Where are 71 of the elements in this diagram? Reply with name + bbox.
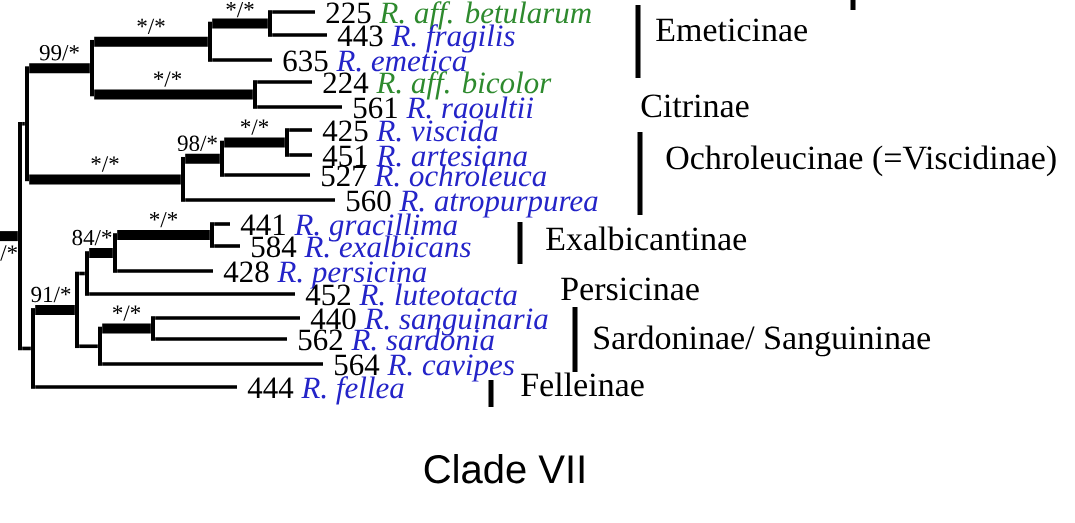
tree-branch [22, 121, 25, 126]
node-bar [220, 140, 224, 177]
clade-label: Persicinae [561, 277, 699, 301]
tree-branch [29, 63, 90, 74]
tree-branch [117, 230, 210, 240]
tree-branch [102, 362, 323, 366]
tree-branch [214, 222, 230, 226]
node-bar [253, 80, 257, 109]
node-bar [31, 308, 35, 389]
tree-branch [272, 10, 315, 14]
support-label: 99/* [39, 44, 79, 61]
tree-branch [185, 198, 335, 202]
tree-branch [155, 337, 287, 341]
tree-branch [224, 137, 285, 148]
support-label: 91/* [31, 286, 71, 303]
tree-branch [35, 385, 237, 389]
tree-branch [89, 292, 295, 296]
node-bar [208, 21, 212, 62]
tree-branch [257, 80, 312, 84]
tree-branch [212, 18, 268, 29]
tree-branch [289, 128, 312, 132]
tree-branch [79, 271, 85, 276]
tree-branch [214, 244, 240, 248]
tree-branch [0, 231, 18, 242]
tree-branch [89, 248, 113, 258]
support-label: */* [137, 18, 165, 35]
node-bar [181, 156, 185, 202]
taxon-label: 425 R. viscida [322, 119, 498, 142]
tree-branch [102, 323, 151, 334]
tree-branch [289, 153, 312, 157]
support-label: 84/* [72, 229, 112, 246]
support-label: */* [226, 1, 254, 18]
node-bar [85, 251, 89, 296]
support-label: 98/* [177, 135, 217, 152]
clade-label: Felleinae [521, 372, 644, 397]
support-label: */* [149, 211, 178, 228]
tree-branch [155, 316, 300, 320]
tree-branch [185, 153, 220, 164]
tree-branch [35, 304, 75, 315]
node-bar [75, 271, 79, 349]
tree-branch [212, 58, 272, 62]
tree-branch [272, 33, 327, 37]
node-bar [98, 326, 102, 366]
support-label: */* [240, 119, 269, 135]
tree-branch [29, 174, 181, 185]
node-bar [18, 121, 22, 351]
node-bar [268, 10, 272, 37]
tree-branch [224, 173, 310, 177]
clade-label: Citrinae [641, 94, 749, 118]
tree-branch [257, 105, 342, 109]
support-label: */* [153, 71, 182, 87]
support-label: /* [0, 245, 17, 261]
node-bar [151, 316, 155, 341]
tree-branch [79, 344, 98, 349]
tree-branch [117, 269, 213, 273]
node-bar [25, 66, 29, 182]
node-bar [285, 128, 289, 157]
tree-branch [94, 36, 208, 47]
clade-label: Sardoninae/ Sanguininae [594, 325, 931, 357]
tree-branch [22, 346, 31, 351]
clade-label: Ochroleucinae (=Viscidinae) [666, 145, 1056, 177]
support-label: */* [91, 156, 119, 172]
tree-branch [94, 89, 253, 100]
node-bar [113, 233, 117, 273]
node-bar [90, 39, 94, 97]
taxon-label: 444 R. fellea [247, 376, 404, 405]
clade-label: Exalbicantinae [546, 226, 747, 251]
node-bar [210, 222, 214, 248]
clade-label: Emeticinae [656, 18, 807, 42]
caption: Clade VII [424, 454, 584, 484]
support-label: */* [112, 305, 141, 321]
